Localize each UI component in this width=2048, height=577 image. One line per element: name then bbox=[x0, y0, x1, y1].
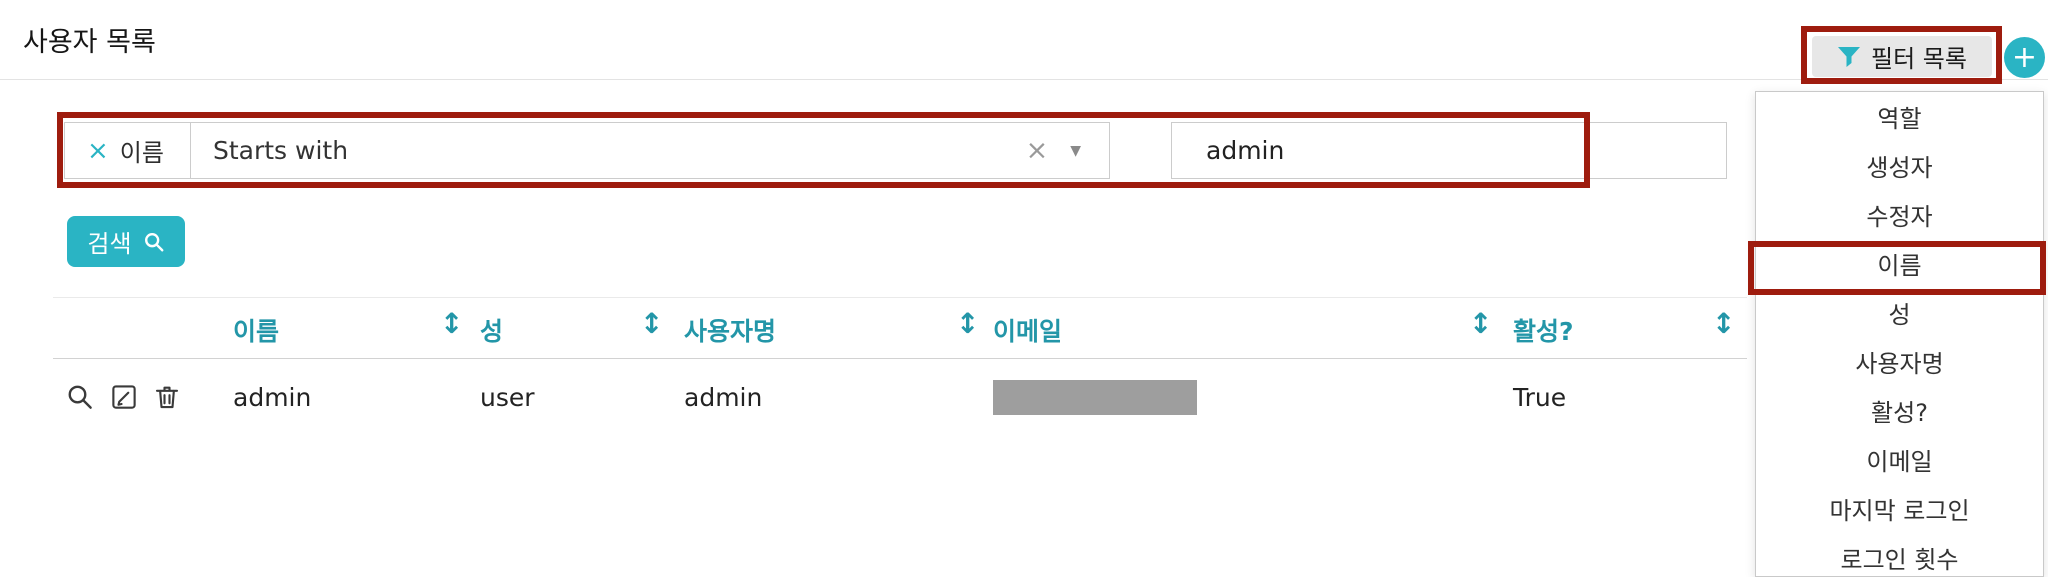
cell-name: admin bbox=[233, 383, 312, 412]
column-header-name[interactable]: 이름 bbox=[233, 317, 280, 346]
column-header-username[interactable]: 사용자명 bbox=[684, 317, 777, 346]
active-filter-chip: × 이름 bbox=[65, 123, 191, 178]
sort-icon[interactable]: ↕ bbox=[1469, 307, 1493, 340]
filter-value-input[interactable] bbox=[1171, 122, 1727, 179]
filter-menu-item-role[interactable]: 역할 bbox=[1877, 105, 1922, 133]
search-button-label: 검색 bbox=[87, 230, 132, 258]
table-header-top-border bbox=[53, 297, 1747, 298]
cell-lastname: user bbox=[480, 383, 535, 412]
filter-menu-item-username[interactable]: 사용자명 bbox=[1855, 350, 1944, 378]
pencil-icon bbox=[109, 382, 139, 412]
column-header-lastname[interactable]: 성 bbox=[480, 317, 504, 346]
header-divider bbox=[0, 79, 2048, 80]
remove-filter-icon[interactable]: × bbox=[87, 135, 109, 166]
search-icon bbox=[143, 231, 165, 253]
page-title: 사용자 목록 bbox=[23, 27, 156, 58]
cell-username: admin bbox=[684, 383, 763, 412]
filter-menu-item-active[interactable]: 활성? bbox=[1871, 399, 1928, 427]
trash-icon bbox=[152, 382, 182, 412]
sort-icon[interactable]: ↕ bbox=[640, 307, 664, 340]
funnel-icon bbox=[1837, 46, 1861, 68]
search-button[interactable]: 검색 bbox=[67, 216, 185, 267]
magnifier-icon bbox=[65, 382, 95, 412]
clear-operator-icon[interactable]: × bbox=[1025, 135, 1049, 166]
sort-icon[interactable]: ↕ bbox=[440, 307, 464, 340]
filter-menu-item-last-login[interactable]: 마지막 로그인 bbox=[1829, 497, 1970, 525]
filter-list-button-label: 필터 목록 bbox=[1871, 45, 1967, 73]
column-header-email[interactable]: 이메일 bbox=[993, 317, 1063, 346]
filter-field-menu: 역할 생성자 수정자 이름 성 사용자명 활성? 이메일 마지막 로그인 로그인… bbox=[1755, 91, 2044, 577]
filter-operator-box: × 이름 Starts with × ▼ bbox=[64, 122, 1110, 179]
email-redacted-block bbox=[993, 380, 1197, 415]
filter-menu-item-lastname[interactable]: 성 bbox=[1888, 301, 1911, 329]
operator-select[interactable]: Starts with bbox=[212, 136, 349, 165]
filter-menu-item-email[interactable]: 이메일 bbox=[1866, 448, 1933, 476]
view-row-button[interactable] bbox=[62, 379, 98, 415]
filter-menu-item-creator[interactable]: 생성자 bbox=[1866, 154, 1933, 182]
chevron-down-icon[interactable]: ▼ bbox=[1070, 142, 1081, 159]
table-header-bottom-border bbox=[53, 358, 1747, 359]
cell-active: True bbox=[1513, 383, 1567, 412]
delete-row-button[interactable] bbox=[149, 379, 185, 415]
column-header-active[interactable]: 활성? bbox=[1513, 317, 1574, 346]
filter-menu-item-login-count[interactable]: 로그인 횟수 bbox=[1840, 546, 1959, 574]
sort-icon[interactable]: ↕ bbox=[1712, 307, 1736, 340]
add-filter-button[interactable]: + bbox=[2004, 37, 2045, 78]
edit-row-button[interactable] bbox=[106, 379, 142, 415]
filter-menu-item-name[interactable]: 이름 bbox=[1877, 252, 1922, 280]
filter-menu-item-modifier[interactable]: 수정자 bbox=[1866, 203, 1933, 231]
filter-field-label: 이름 bbox=[119, 139, 164, 167]
sort-icon[interactable]: ↕ bbox=[956, 307, 980, 340]
filter-list-button[interactable]: 필터 목록 bbox=[1812, 36, 1992, 77]
